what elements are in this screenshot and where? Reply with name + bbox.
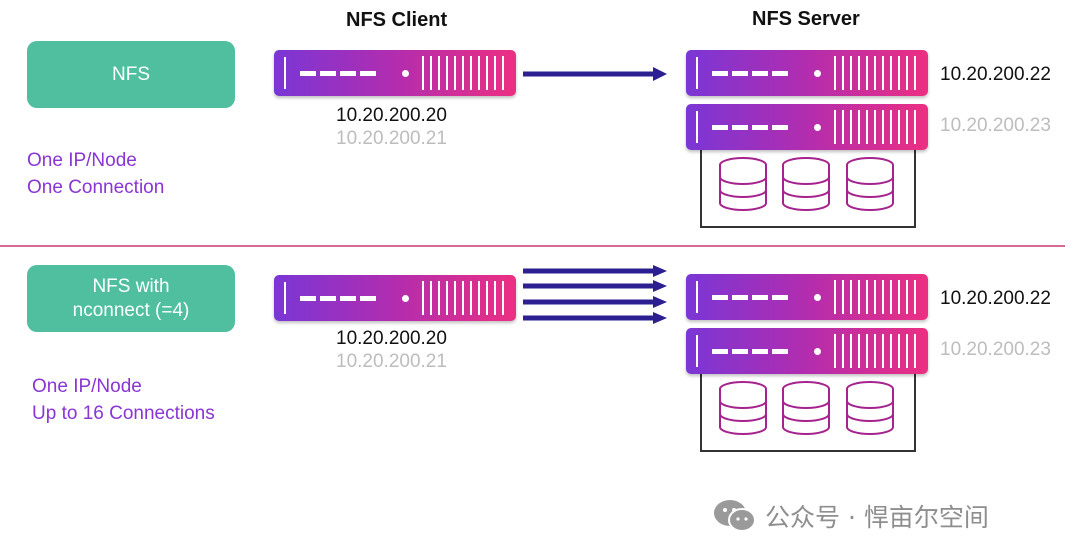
server-ip-primary: 10.20.200.22: [940, 64, 1051, 85]
server-ip-secondary: 10.20.200.23: [940, 115, 1051, 136]
nfs-badge: NFS: [27, 41, 235, 108]
client-ip-secondary: 10.20.200.21: [336, 128, 447, 149]
wechat-icon: [714, 500, 756, 532]
server-ip-secondary: 10.20.200.23: [940, 339, 1051, 360]
disk-icon: [719, 157, 767, 211]
connection-note: One IP/Node One Connection: [27, 147, 164, 201]
badge-line: NFS: [112, 63, 150, 85]
client-ip-secondary: 10.20.200.21: [336, 351, 447, 372]
badge-line: nconnect (=4): [72, 299, 190, 321]
disk-icon: [846, 381, 894, 435]
client-ip-primary: 10.20.200.20: [336, 328, 447, 349]
server-column-header: NFS Server: [752, 8, 860, 30]
server-node-box: [686, 104, 928, 150]
connection-arrows: [523, 265, 667, 324]
client-server-box: [274, 50, 516, 96]
client-column-header: NFS Client: [346, 9, 448, 31]
client-ip-primary: 10.20.200.20: [336, 105, 447, 126]
note-line: One Connection: [27, 177, 165, 198]
server-node-box: [686, 328, 928, 374]
badge-line: NFS with: [92, 275, 170, 297]
disk-icon: [782, 381, 830, 435]
note-line: One IP/Node: [32, 376, 142, 397]
connection-note: One IP/Node Up to 16 Connections: [32, 373, 215, 427]
disk-icon: [846, 157, 894, 211]
watermark: 公众号 · 悍亩尔空间: [713, 498, 989, 534]
note-line: Up to 16 Connections: [32, 403, 215, 424]
note-line: One IP/Node: [27, 150, 137, 171]
disk-icon: [782, 157, 830, 211]
section-divider: [0, 245, 1065, 247]
disk-icon: [719, 381, 767, 435]
client-server-box: [274, 275, 516, 321]
server-node-box: [686, 274, 928, 320]
server-node-box: [686, 50, 928, 96]
server-ip-primary: 10.20.200.22: [940, 288, 1051, 309]
connection-arrow: [523, 67, 667, 81]
watermark-text: 公众号 · 悍亩尔空间: [765, 503, 989, 532]
nfs-nconnect-badge: NFS with nconnect (=4): [27, 265, 235, 332]
